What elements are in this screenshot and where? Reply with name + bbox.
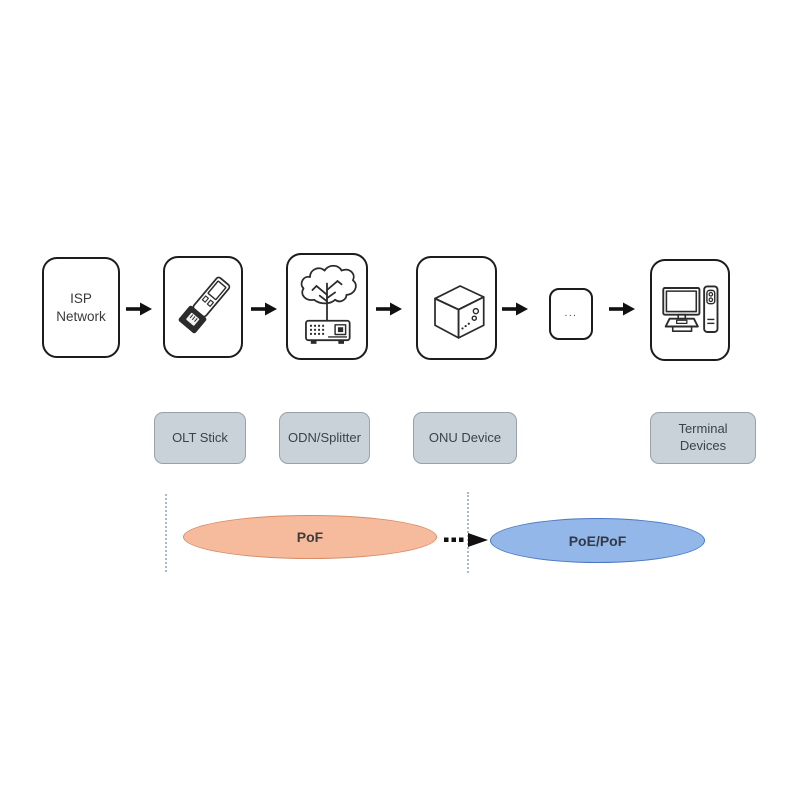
node-terminal-devices — [650, 259, 730, 361]
right-arrow-icon — [126, 302, 152, 316]
dashed-guide-line-left — [165, 494, 167, 572]
right-arrow-icon — [502, 302, 528, 316]
right-arrow-icon — [609, 302, 635, 316]
poe-pof-label: PoE/PoF — [568, 532, 627, 549]
label-terminal-devices: Terminal Devices — [650, 412, 756, 464]
dashed-guide-line-right — [467, 492, 469, 573]
poe-pof-ellipse: PoE/PoF — [490, 518, 705, 563]
dotted-right-arrow-icon — [444, 533, 488, 547]
right-arrow-icon — [251, 302, 277, 316]
label-odn-splitter: ODN/Splitter — [279, 412, 370, 464]
label-olt-stick: OLT Stick — [154, 412, 246, 464]
node-ellipsis: ... — [549, 288, 593, 340]
desktop-computer-icon — [662, 285, 719, 333]
right-arrow-icon — [376, 302, 402, 316]
cube-icon — [433, 285, 485, 339]
pof-label: PoF — [296, 529, 324, 545]
pof-ellipse: PoF — [183, 515, 437, 559]
tree-and-splitter-icon — [300, 264, 357, 344]
node-odn-splitter — [286, 253, 368, 360]
isp-network-label: ISP Network — [56, 290, 106, 324]
node-olt-stick — [163, 256, 243, 358]
node-isp-network: ISP Network — [42, 257, 120, 358]
label-onu-device: ONU Device — [413, 412, 517, 464]
node-onu-device — [416, 256, 497, 360]
ellipsis-label: ... — [564, 307, 578, 319]
sfp-transceiver-icon — [178, 276, 231, 334]
